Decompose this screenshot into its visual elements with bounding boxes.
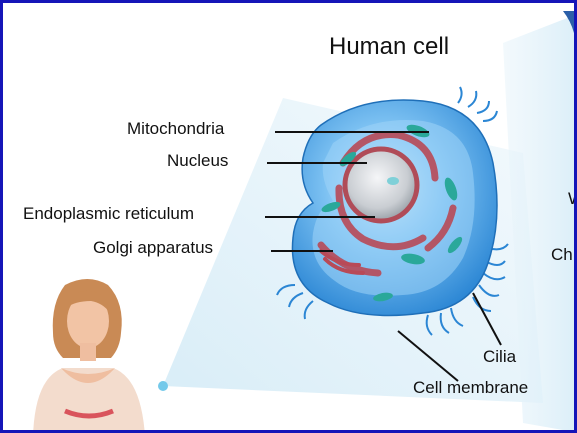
label-cell-membrane: Cell membrane xyxy=(413,378,528,398)
label-endoplasmic-reticulum: Endoplasmic reticulum xyxy=(23,204,194,224)
clipped-label-2: Ch xyxy=(551,245,573,265)
label-golgi-apparatus: Golgi apparatus xyxy=(93,238,213,258)
clipped-label-1: W xyxy=(568,189,577,209)
person-illustration xyxy=(33,279,168,433)
label-cilia: Cilia xyxy=(483,347,516,367)
diagram-title: Human cell xyxy=(329,33,449,61)
label-mitochondria: Mitochondria xyxy=(127,119,224,139)
nucleus-shape xyxy=(345,149,417,221)
label-nucleus: Nucleus xyxy=(167,151,228,171)
